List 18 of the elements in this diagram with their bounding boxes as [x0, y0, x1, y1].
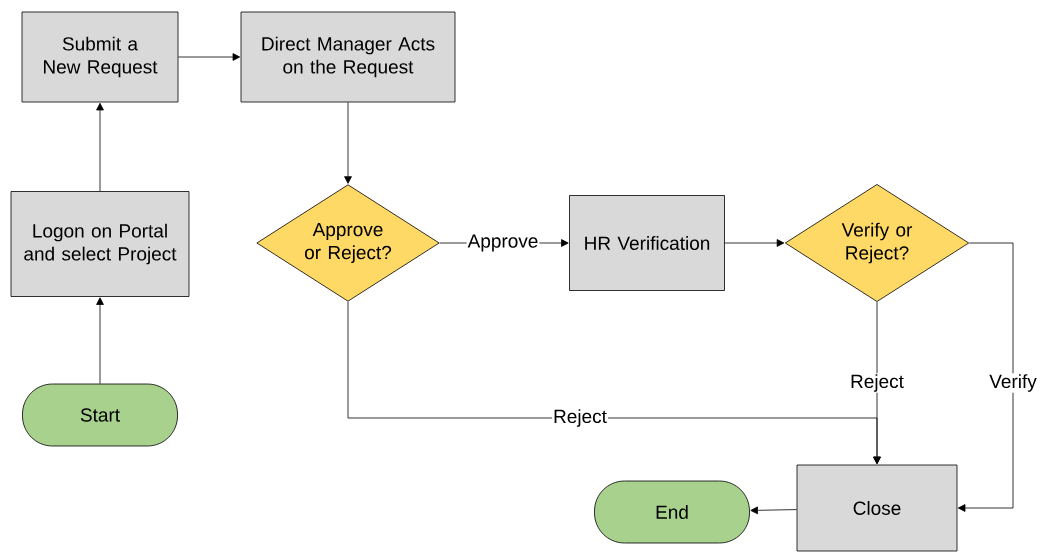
arrow [96, 297, 104, 384]
arrow [344, 102, 352, 184]
edge-label: Verify [988, 373, 1038, 393]
edge-label: Approve [466, 233, 540, 253]
arrow [96, 102, 104, 192]
process-box: Direct Manager Acts on the Request [240, 11, 456, 103]
edge-label: Reject [552, 408, 608, 428]
arrow [957, 242, 1014, 512]
process-box: Logon on Portal and select Project [10, 191, 190, 297]
process-box: HR Verification [569, 195, 725, 291]
edge-label: Reject [849, 373, 905, 393]
arrow [724, 239, 785, 247]
process-box: Close [796, 464, 958, 552]
arrow [750, 506, 797, 515]
terminal-oval: End [594, 480, 750, 544]
arrow [178, 53, 241, 61]
arrow [347, 301, 881, 465]
process-box: Submit a New Request [21, 11, 179, 103]
